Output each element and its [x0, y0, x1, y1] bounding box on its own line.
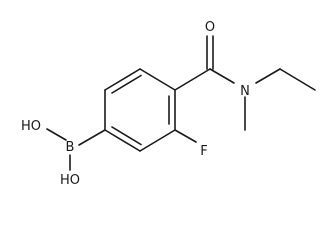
oxygen-label: O — [205, 20, 215, 35]
boron-to-hydroxyl-1-bond — [46, 128, 67, 141]
boron-label: B — [66, 140, 75, 155]
carbonyl-to-nitrogen-bond — [209, 68, 235, 84]
ring-bond-5 — [139, 129, 176, 152]
structure-canvas: O N F B HO HO — [20, 20, 316, 188]
ring-double-bond-inner-2 — [111, 126, 142, 146]
ring-to-boron-bond — [78, 129, 106, 146]
ring-double-bond-inner-1 — [111, 74, 142, 94]
hydroxyl-2-label: HO — [60, 173, 80, 188]
ring-bond-1 — [139, 68, 176, 91]
nitrogen-to-ethyl-bond — [255, 68, 281, 84]
ethyl-chain-bond — [279, 68, 316, 91]
fluorine-label: F — [200, 144, 207, 159]
ring-to-carbonyl-bond — [174, 68, 211, 91]
ring-bond-2 — [104, 68, 141, 91]
hydroxyl-1-label: HO — [21, 119, 41, 134]
ring-bond-4 — [104, 129, 141, 152]
nitrogen-label: N — [240, 84, 250, 99]
ring-to-fluorine-bond — [174, 129, 197, 143]
molecule-drawing: O N F B HO HO — [21, 20, 316, 188]
